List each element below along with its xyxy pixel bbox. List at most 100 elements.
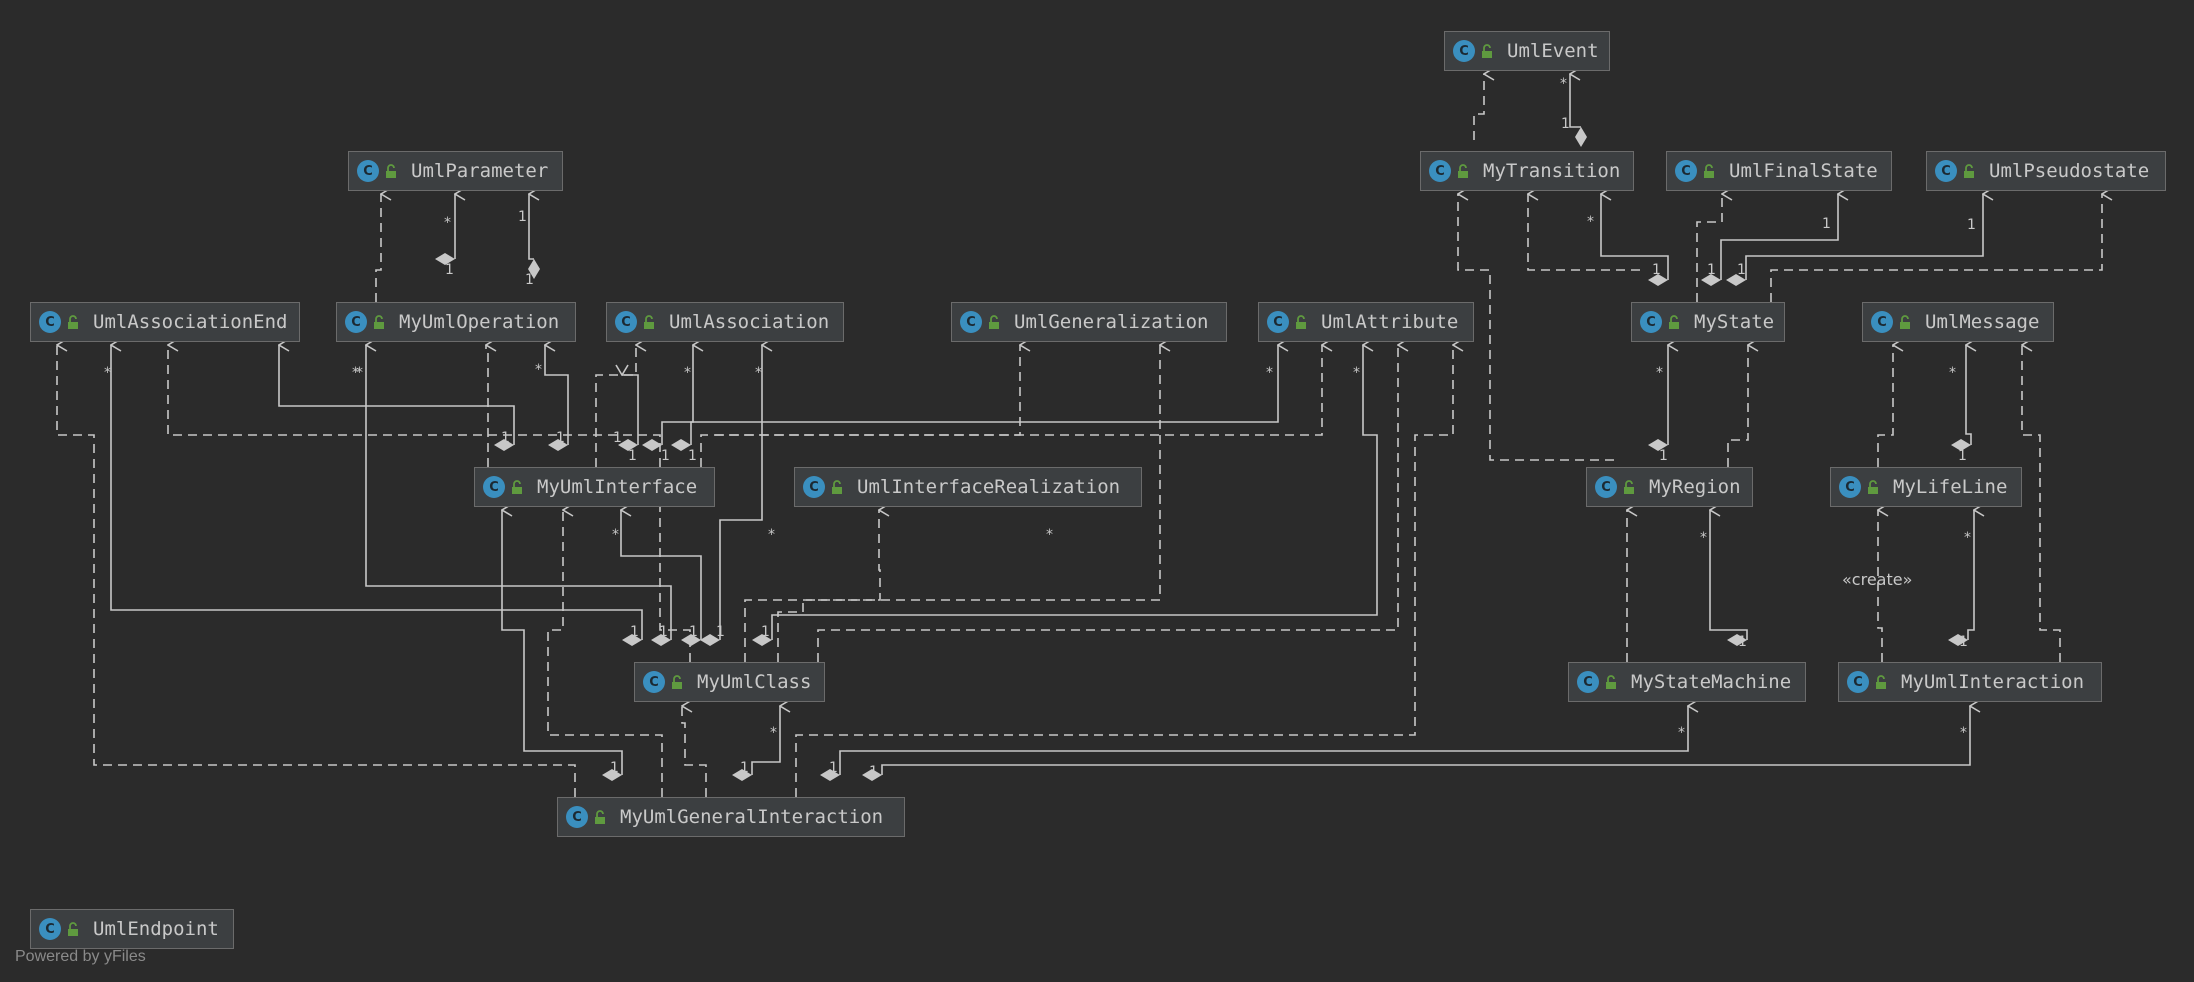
- association-edge: [1968, 510, 1974, 640]
- class-icon: C: [1847, 671, 1869, 693]
- class-name: MyState: [1694, 311, 1775, 333]
- multiplicity-label: 1: [869, 764, 878, 780]
- multiplicity-label: 1: [610, 760, 619, 776]
- public-lock-icon: [512, 480, 522, 494]
- multiplicity-label: 1: [628, 448, 637, 464]
- association-edge: [752, 706, 780, 775]
- class-icon: C: [1453, 40, 1475, 62]
- class-icon: C: [566, 806, 588, 828]
- multiplicity-label: *: [684, 365, 691, 381]
- powered-by-yfiles: Powered by yFiles: [15, 948, 146, 965]
- class-node-uml-association[interactable]: C UmlAssociation: [606, 302, 844, 342]
- multiplicity-label: 1: [518, 209, 527, 225]
- class-name: MyUmlClass: [697, 671, 812, 693]
- association-edge: [1710, 510, 1748, 640]
- public-lock-icon: [386, 164, 396, 178]
- class-node-my-uml-general-interaction[interactable]: C MyUmlGeneralInteraction: [557, 797, 905, 837]
- multiplicity-label: *: [352, 365, 359, 381]
- association-edge: [720, 345, 762, 640]
- public-lock-icon: [1669, 315, 1679, 329]
- class-name: MyLifeLine: [1893, 476, 2008, 498]
- multiplicity-label: *: [1587, 214, 1594, 230]
- multiplicity-label: 1: [1738, 634, 1747, 650]
- multiplicity-label: 1: [630, 624, 639, 640]
- multiplicity-label: *: [612, 527, 619, 543]
- multiplicity-label: 1: [689, 624, 698, 640]
- multiplicity-label: 1: [1659, 448, 1668, 464]
- class-icon: C: [615, 311, 637, 333]
- multiplicity-label: 1: [1561, 116, 1570, 132]
- multiplicity-label: *: [770, 725, 777, 741]
- class-name: MyTransition: [1483, 160, 1621, 182]
- dependency-edge: [1727, 345, 1748, 467]
- class-node-my-life-line[interactable]: C MyLifeLine: [1830, 467, 2022, 507]
- multiplicity-label: 1: [1707, 262, 1716, 278]
- multiplicity-label: *: [1656, 365, 1663, 381]
- class-icon: C: [1675, 160, 1697, 182]
- multiplicity-label: 1: [761, 624, 770, 640]
- public-lock-icon: [595, 810, 605, 824]
- multiplicity-label: *: [1964, 530, 1971, 546]
- class-icon: C: [1595, 476, 1617, 498]
- association-edge: [1570, 74, 1581, 127]
- class-icon: C: [39, 311, 61, 333]
- class-icon: C: [1839, 476, 1861, 498]
- multiplicity-label: *: [1700, 530, 1707, 546]
- multiplicity-label: 1: [501, 430, 510, 446]
- multiplicity-label: *: [535, 362, 542, 378]
- association-edge: [772, 345, 1378, 640]
- multiplicity-label: 1: [1967, 217, 1976, 233]
- dependency-edge: [1458, 194, 1614, 461]
- dependency-edge: [795, 345, 1453, 797]
- class-icon: C: [1935, 160, 1957, 182]
- dependency-edge: [1473, 74, 1484, 140]
- class-name: MyUmlOperation: [399, 311, 560, 333]
- multiplicity-label: *: [1960, 725, 1967, 741]
- association-edge: [1966, 345, 1971, 445]
- public-lock-icon: [1458, 164, 1468, 178]
- multiplicity-label: 1: [1822, 216, 1831, 232]
- dependency-edge: [1877, 345, 1893, 467]
- class-name: UmlAssociation: [669, 311, 830, 333]
- class-icon: C: [1577, 671, 1599, 693]
- multiplicity-label: 1: [1959, 634, 1968, 650]
- multiplicity-label: 1: [661, 448, 670, 464]
- public-lock-icon: [1482, 44, 1492, 58]
- public-lock-icon: [1296, 315, 1306, 329]
- dependency-edge: [375, 194, 381, 302]
- association-edge: [621, 510, 702, 640]
- class-name: UmlAttribute: [1321, 311, 1459, 333]
- public-lock-icon: [1606, 675, 1616, 689]
- dependency-edge: [682, 706, 707, 797]
- dependency-edge: [1770, 194, 2102, 302]
- association-edge: [529, 194, 534, 259]
- multiplicity-label: 1: [525, 272, 534, 288]
- class-name: UmlInterfaceRealization: [857, 476, 1121, 498]
- class-name: MyUmlGeneralInteraction: [620, 806, 884, 828]
- class-icon: C: [960, 311, 982, 333]
- dependency-edge: [1696, 194, 1722, 302]
- multiplicity-label: *: [1266, 365, 1273, 381]
- dependency-edge: [547, 510, 663, 797]
- public-lock-icon: [672, 675, 682, 689]
- association-edge: [882, 706, 1970, 775]
